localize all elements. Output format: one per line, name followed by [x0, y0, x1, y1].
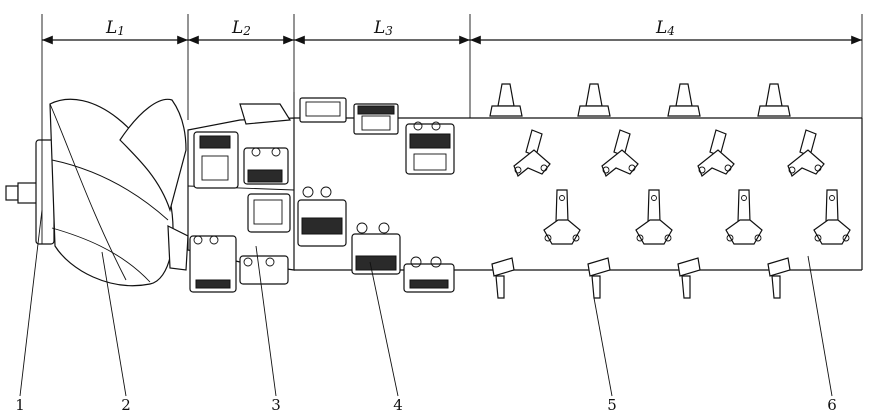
leader-line-6 — [807, 255, 833, 397]
dimension-label-l2: L2 — [231, 18, 251, 38]
part-label-3: 3 — [271, 396, 281, 414]
pick-boxes-l2 — [189, 131, 291, 293]
leader-lines — [19, 209, 833, 397]
part-label-1: 1 — [15, 396, 25, 414]
dimension-label-l1: L1 — [105, 18, 125, 38]
leader-line-1 — [19, 209, 43, 397]
dimension-label-l4: L4 — [655, 18, 675, 38]
part-label-6: 6 — [827, 396, 837, 414]
picks-top-row — [489, 83, 791, 117]
part-label-5: 5 — [607, 396, 617, 414]
picks-second-row — [513, 129, 825, 177]
leader-line-2 — [101, 251, 127, 397]
leader-line-5 — [593, 297, 613, 397]
part-label-4: 4 — [393, 396, 403, 414]
pick-boxes-l3 — [297, 97, 455, 293]
leader-line-3 — [255, 245, 277, 397]
picks-bottom-row — [491, 257, 791, 299]
picks-third-row — [543, 189, 851, 245]
dimension-label-l3: L3 — [373, 18, 393, 38]
part-label-2: 2 — [121, 396, 131, 414]
shaft-hub — [5, 139, 55, 245]
end-disc — [49, 98, 189, 287]
leader-line-4 — [369, 261, 399, 397]
